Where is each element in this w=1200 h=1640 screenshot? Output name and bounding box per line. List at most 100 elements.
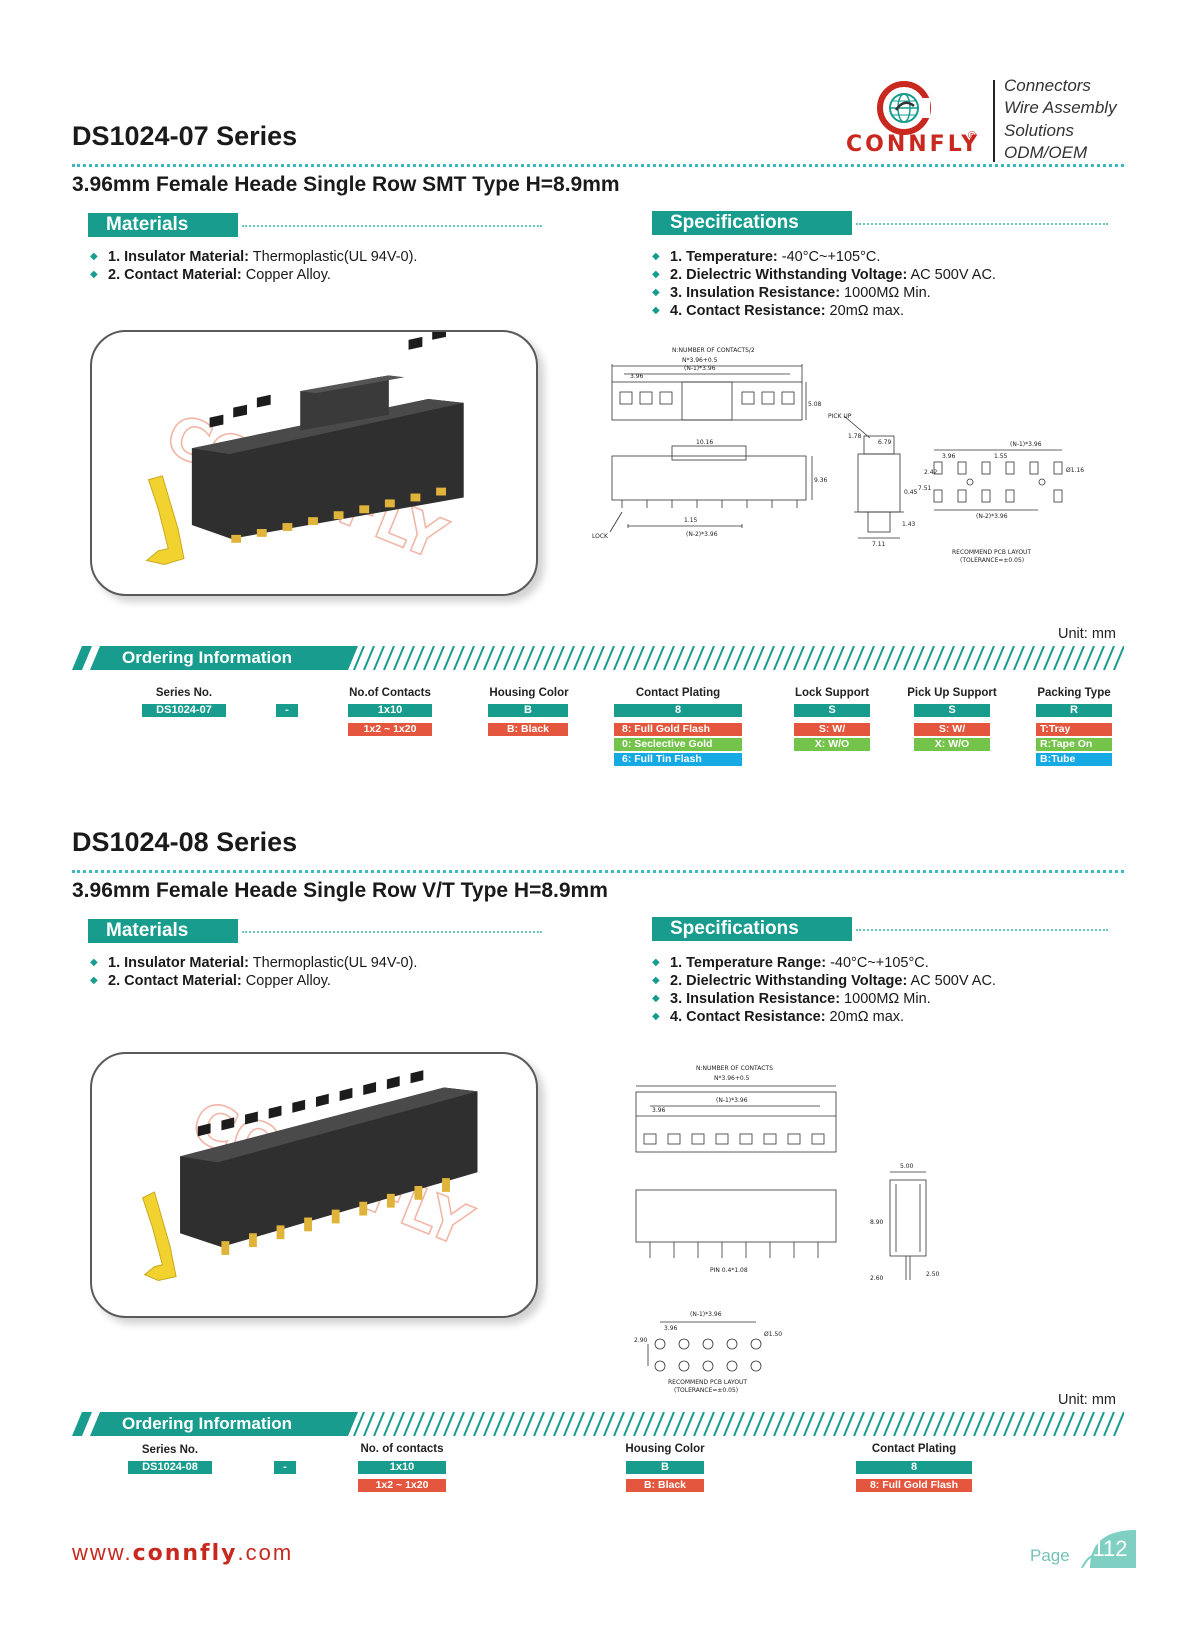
code-housing: B [626, 1461, 704, 1474]
list-item: 4. Contact Resistance: 20mΩ max. [652, 1008, 1122, 1026]
drawing-label: 3.96 [942, 453, 956, 460]
code-housing: B [488, 704, 568, 717]
technical-drawing: N:NUMBER OF CONTACTS/2 N*3.96+0.5 (N-1)*… [592, 342, 1122, 574]
col-head-plating: Contact Plating [871, 1443, 957, 1455]
drawing-label: (TOLERANCE=±0.05) [960, 557, 1024, 564]
drawing-label: 5.08 [808, 401, 822, 408]
logo-divider [993, 80, 995, 162]
option-lock: X: W/O [794, 738, 870, 751]
col-head-series: Series No. [141, 1444, 199, 1456]
drawing-label: N*3.96+0.5 [714, 1075, 750, 1082]
drawing-label: RECOMMEND PCB LAYOUT [952, 549, 1031, 556]
tab-dotted-line [856, 223, 1108, 225]
drawing-label: PIN 0.4*1.08 [710, 1267, 748, 1274]
section-divider [72, 870, 1124, 873]
drawing-label: 3.96 [652, 1107, 666, 1114]
drawing-label: 2.90 [634, 1337, 648, 1344]
option-contacts: 1x2 ~ 1x20 [358, 1479, 446, 1492]
ordering-title: Ordering Information [122, 1414, 292, 1433]
code-plating: 8 [614, 704, 742, 717]
list-item: 1. Temperature: -40°C~+105°C. [652, 248, 1122, 266]
drawing-label: Ø1.50 [764, 1331, 782, 1338]
col-head-pickup: Pick Up Support [907, 687, 997, 699]
list-item: 1. Insulator Material: Thermoplastic(UL … [90, 248, 610, 266]
option-housing: B: Black [626, 1479, 704, 1492]
col-head-housing: Housing Color [489, 687, 569, 699]
specifications-list: 1. Temperature Range: -40°C~+105°C. 2. D… [652, 954, 1122, 1026]
code-contacts: 1x10 [358, 1461, 446, 1474]
list-item: 1. Temperature Range: -40°C~+105°C. [652, 954, 1122, 972]
page-badge-icon [1080, 1530, 1136, 1569]
specifications-tab: Specifications [652, 917, 852, 941]
drawing-label: (N-1)*3.96 [684, 365, 716, 372]
list-item: 3. Insulation Resistance: 1000MΩ Min. [652, 990, 1122, 1008]
option-packing: R:Tape On Reel [1036, 738, 1112, 763]
code-contacts: 1x10 [348, 704, 432, 717]
drawing-label: 0.45 [904, 489, 918, 496]
drawing-label: 5.00 [900, 1163, 914, 1170]
specifications-tab: Specifications [652, 211, 852, 235]
col-head-packing: Packing Type [1037, 687, 1111, 699]
page-number: 112 [1092, 1536, 1128, 1561]
drawing-label: 10.16 [696, 439, 713, 446]
drawing-label: 9.36 [814, 477, 828, 484]
code-packing: R [1036, 704, 1112, 717]
tagline-solutions: Solutions [1004, 121, 1074, 140]
ordering-band [72, 645, 1125, 671]
code-series: DS1024-07 [142, 704, 226, 717]
page-label: Page [1030, 1546, 1070, 1565]
option-plating: 8: Full Gold Flash [614, 723, 742, 736]
option-pickup: S: W/ [914, 723, 990, 736]
drawing-label: (N-1)*3.96 [716, 1097, 748, 1104]
drawing-label: LOCK [592, 533, 609, 540]
code-plating: 8 [856, 1461, 972, 1474]
drawing-label: 1.55 [994, 453, 1008, 460]
drawing-label: N*3.96+0.5 [682, 357, 718, 364]
col-head-lock: Lock Support [794, 687, 870, 699]
drawing-label: 2.50 [926, 1271, 940, 1278]
materials-tab: Materials [88, 919, 238, 943]
drawing-label: (TOLERANCE=±0.05) [674, 1387, 738, 1394]
option-packing: T:Tray [1036, 723, 1112, 736]
option-contacts: 1x2 ~ 1x20 [348, 723, 432, 736]
option-plating: 0: Seclective Gold Flash [614, 738, 742, 763]
list-item: 2. Contact Material: Copper Alloy. [90, 972, 610, 990]
option-pickup: X: W/O [914, 738, 990, 751]
drawing-label: RECOMMEND PCB LAYOUT [668, 1379, 747, 1386]
col-head-plating: Contact Plating [635, 687, 721, 699]
list-item: 2. Dielectric Withstanding Voltage: AC 5… [652, 972, 1122, 990]
drawing-label: 6.79 [878, 439, 892, 446]
code-pickup: S [914, 704, 990, 717]
option-housing: B: Black [488, 723, 568, 736]
specifications-list: 1. Temperature: -40°C~+105°C. 2. Dielect… [652, 248, 1122, 320]
drawing-label: (N-2)*3.96 [976, 513, 1008, 520]
product-photo: CONNFLY [90, 330, 538, 596]
brand-logo-icon [876, 80, 932, 136]
drawing-label: 8.90 [870, 1219, 884, 1226]
drawing-label: 3.96 [630, 373, 644, 380]
brand-wordmark: CONNFLY [846, 132, 981, 157]
code-series: DS1024-08 [128, 1461, 212, 1474]
materials-list: 1. Insulator Material: Thermoplastic(UL … [90, 248, 610, 284]
drawing-label: 2.60 [870, 1275, 884, 1282]
series-title: DS1024-08 Series [72, 827, 298, 857]
unit-label: Unit: mm [1058, 626, 1116, 642]
website-link[interactable]: www.connfly.com [72, 1540, 294, 1566]
materials-tab: Materials [88, 213, 238, 237]
tagline-odm-oem: ODM/OEM [1004, 143, 1088, 162]
registered-mark: ® [968, 130, 977, 142]
list-item: 3. Insulation Resistance: 1000MΩ Min. [652, 284, 1122, 302]
list-item: 1. Insulator Material: Thermoplastic(UL … [90, 954, 610, 972]
product-subtitle: 3.96mm Female Heade Single Row SMT Type … [72, 173, 620, 196]
drawing-label: PICK UP [828, 413, 852, 420]
drawing-label: (N-1)*3.96 [690, 1311, 722, 1318]
option-plating: 8: Full Gold Flash [856, 1479, 972, 1492]
ordering-title: Ordering Information [122, 648, 292, 667]
code-dash: - [276, 704, 298, 717]
tab-dotted-line [242, 931, 542, 933]
section-divider [72, 164, 1124, 167]
code-dash: - [274, 1461, 296, 1474]
tagline-wire-assembly: Wire Assembly [1004, 98, 1117, 117]
drawing-label: (N-1)*3.96 [1010, 441, 1042, 448]
drawing-label: 1.78 [848, 433, 862, 440]
